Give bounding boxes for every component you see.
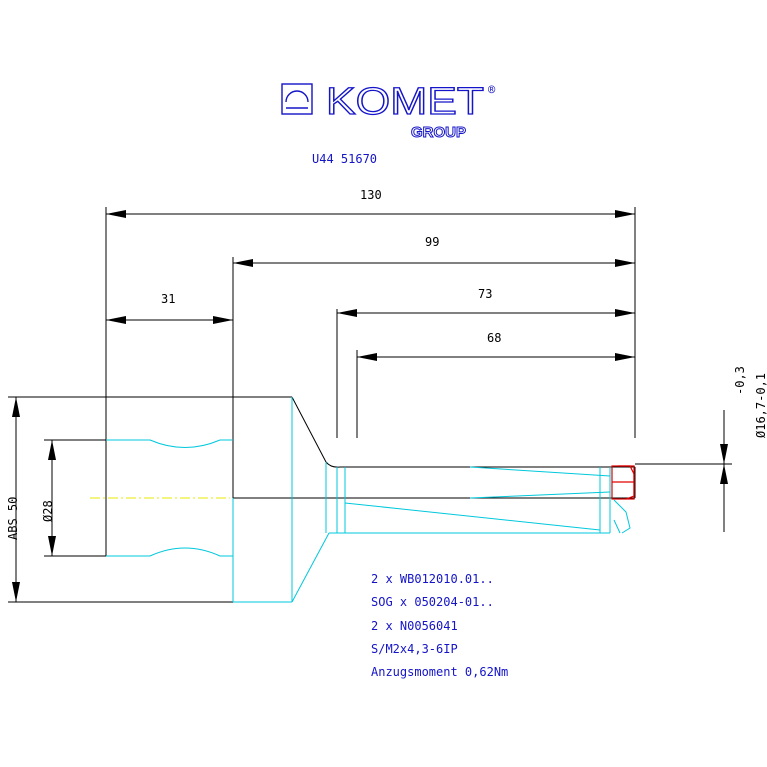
- note-line: S/M2x4,3-6IP: [371, 642, 458, 656]
- dim-label-130: 130: [360, 188, 382, 202]
- dim-label-99: 99: [425, 235, 439, 249]
- dimension-73: 73: [337, 287, 635, 317]
- logo-brand: KOMET: [326, 81, 484, 123]
- logo-emblem-icon: [281, 83, 313, 115]
- komet-logo: KOMET ® GROUP: [281, 80, 496, 142]
- dim-label-73: 73: [478, 287, 492, 301]
- dimension-68: 68: [357, 331, 635, 361]
- dim-label-28: Ø28: [41, 500, 55, 522]
- tool-body-detail: [106, 397, 631, 603]
- dimension-31: 31: [106, 292, 233, 324]
- dim-label-68: 68: [487, 331, 501, 345]
- dimension-130: 130: [106, 188, 635, 218]
- note-line: 2 x WB012010.01..: [371, 572, 494, 586]
- dim-label-31: 31: [161, 292, 175, 306]
- tool-outline: [105, 396, 636, 556]
- logo-registered: ®: [488, 83, 496, 97]
- logo-arc-icon: [285, 90, 309, 103]
- note-line: 2 x N0056041: [371, 619, 458, 633]
- dim-label-tip-tol-upper: -0,3: [733, 366, 747, 395]
- note-line: SOG x 050204-01..: [371, 595, 494, 609]
- cutting-insert: [611, 465, 635, 500]
- note-line: Anzugsmoment 0,62Nm: [371, 665, 508, 679]
- dimension-tip-diameter: Ø16,7-0,1 -0,3: [635, 366, 767, 532]
- logo-group: GROUP: [411, 124, 466, 141]
- dim-label-tip-diameter: Ø16,7-0,1: [754, 373, 767, 438]
- extension-lines: [105, 207, 636, 440]
- dim-label-abs50: ABS 50: [6, 497, 20, 540]
- dimension-28: Ø28: [41, 439, 106, 557]
- part-number: U44 51670: [312, 152, 377, 166]
- dimension-abs50: ABS 50: [6, 396, 233, 603]
- dimension-99: 99: [233, 235, 635, 267]
- notes: 2 x WB012010.01.. SOG x 050204-01.. 2 x …: [371, 572, 508, 679]
